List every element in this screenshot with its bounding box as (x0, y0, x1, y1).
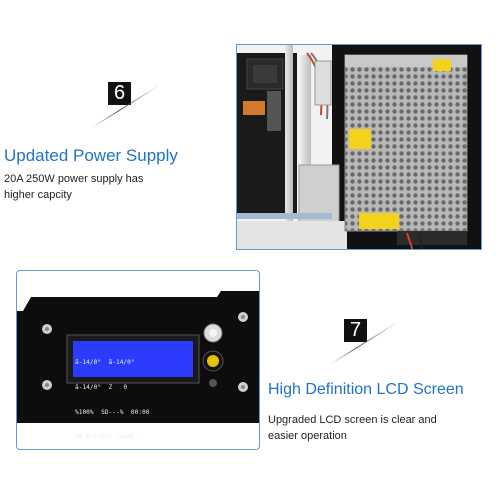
lcd-line-2: ä-14/0° Z 0 (75, 384, 128, 392)
section-7-number-badge: 7 (344, 319, 367, 342)
lcd-screen-photo: ã-14/0° ã-14/0° ä-14/0° Z 0 %100% SD---%… (16, 270, 260, 450)
lcd-line-3: %100% SD---% 00:00 (75, 408, 150, 416)
section-7-description: Upgraded LCD screen is clear and easier … (268, 412, 437, 444)
lcd-line-1: ã-14/0° ã-14/0° (75, 359, 135, 367)
power-supply-photo (236, 44, 482, 250)
section-7-description-line-1: Upgraded LCD screen is clear and (268, 414, 437, 426)
section-6-description-line-2: higher capcity (4, 189, 72, 201)
lcd-line-4: 3D Printer ready. (75, 433, 139, 441)
section-6-description: 20A 250W power supply has higher capcity (4, 171, 143, 203)
lcd-display-text: ã-14/0° ã-14/0° ä-14/0° Z 0 %100% SD---%… (75, 343, 191, 449)
section-6-description-line-1: 20A 250W power supply has (4, 173, 144, 185)
section-7-description-line-2: easier operation (268, 430, 347, 442)
section-6-number-badge: 6 (108, 82, 131, 105)
power-supply-illustration (237, 45, 481, 249)
section-6-title: Updated Power Supply (4, 146, 178, 165)
lcd-panel-illustration (17, 291, 259, 423)
section-7-title: High Definition LCD Screen (268, 381, 464, 398)
